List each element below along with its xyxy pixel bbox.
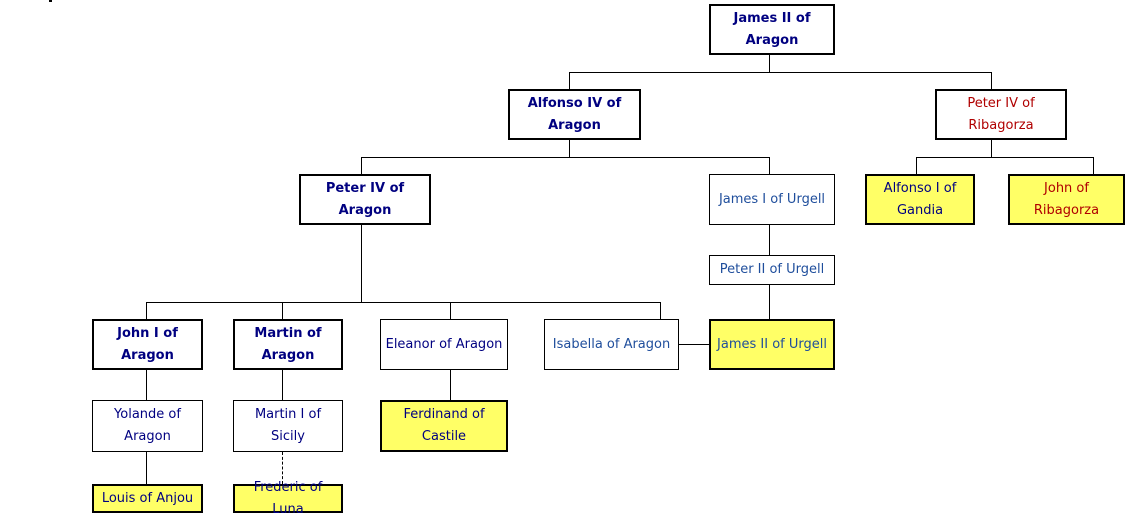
node-frederic-of-luna: Frederic of Luna — [233, 480, 343, 517]
connector-line — [146, 370, 147, 400]
node-label: Louis of Anjou — [101, 490, 194, 506]
node-james-i-of-urgell: James I of Urgell — [709, 174, 835, 225]
node-label: Alfonso IV of Aragon — [527, 95, 622, 133]
node-label: James I of Urgell — [718, 191, 826, 207]
node-label: John of Ribagorza — [1033, 180, 1100, 218]
node-label: Peter II of Urgell — [719, 262, 825, 277]
node-label: Eleanor of Aragon — [385, 336, 503, 352]
connector-line — [679, 344, 710, 345]
node-james-ii-of-aragon: James II of Aragon — [709, 4, 835, 55]
connector-line — [991, 72, 992, 89]
illegitimate-descent-line — [282, 452, 283, 484]
connector-line — [569, 140, 570, 158]
node-isabella-of-aragon: Isabella of Aragon — [544, 319, 679, 370]
node-label: Yolande of Aragon — [114, 407, 181, 444]
node-john-of-ribagorza: John of Ribagorza — [1008, 174, 1125, 225]
node-peter-ii-of-urgell: Peter II of Urgell — [709, 255, 835, 285]
node-martin-i-of-sicily: Martin I of Sicily — [233, 400, 343, 452]
connector-line — [916, 157, 1094, 158]
node-label: James II of Aragon — [733, 10, 811, 48]
node-label: Frederic of Luna — [253, 479, 323, 517]
connector-line — [769, 285, 770, 319]
connector-line — [769, 55, 770, 73]
node-eleanor-of-aragon: Eleanor of Aragon — [380, 319, 508, 370]
node-alfonso-iv-of-aragon: Alfonso IV of Aragon — [508, 89, 641, 140]
node-label: Alfonso I of Gandia — [883, 180, 957, 218]
node-label: Martin I of Sicily — [254, 407, 322, 444]
connector-line — [916, 157, 917, 174]
corner-mark — [49, 0, 52, 2]
node-label: Peter IV of Aragon — [325, 180, 405, 218]
node-ferdinand-of-castile: Ferdinand of Castile — [380, 400, 508, 452]
connector-line — [361, 157, 362, 174]
node-label: Peter IV of Ribagorza — [967, 95, 1035, 133]
connector-line — [146, 452, 147, 484]
connector-line — [660, 302, 661, 319]
connector-line — [361, 225, 362, 303]
node-james-ii-of-urgell: James II of Urgell — [709, 319, 835, 370]
node-martin-of-aragon: Martin of Aragon — [233, 319, 343, 370]
node-alfonso-i-of-gandia: Alfonso I of Gandia — [865, 174, 975, 225]
connector-line — [146, 302, 661, 303]
node-john-i-of-aragon: John I of Aragon — [92, 319, 203, 370]
connector-line — [282, 370, 283, 400]
connector-line — [1093, 157, 1094, 174]
node-label: John I of Aragon — [117, 325, 178, 363]
node-louis-of-anjou: Louis of Anjou — [92, 484, 203, 513]
connector-line — [361, 157, 770, 158]
connector-line — [769, 225, 770, 255]
node-label: Ferdinand of Castile — [403, 407, 485, 444]
connector-line — [146, 302, 147, 319]
connector-line — [569, 72, 570, 89]
connector-line — [569, 72, 992, 73]
node-label: James II of Urgell — [717, 336, 827, 352]
connector-line — [769, 157, 770, 174]
node-yolande-of-aragon: Yolande of Aragon — [92, 400, 203, 452]
node-label: Isabella of Aragon — [552, 336, 671, 352]
connector-line — [282, 302, 283, 319]
connector-line — [991, 140, 992, 158]
connector-line — [450, 302, 451, 319]
node-peter-iv-of-ribagorza: Peter IV of Ribagorza — [935, 89, 1067, 140]
node-label: Martin of Aragon — [254, 325, 322, 363]
connector-line — [450, 370, 451, 400]
node-peter-iv-of-aragon: Peter IV of Aragon — [299, 174, 431, 225]
